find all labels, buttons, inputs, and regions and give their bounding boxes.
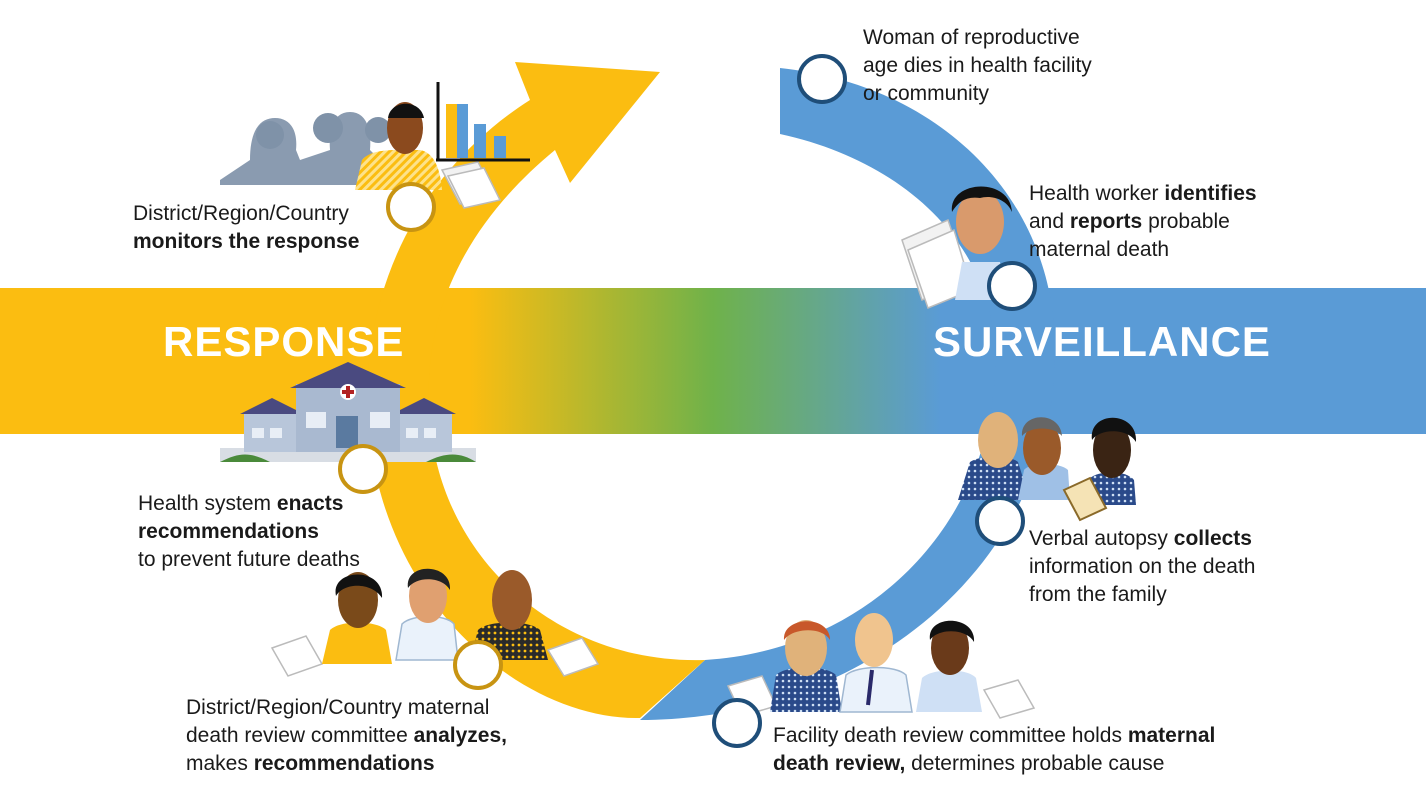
step-circle-identify <box>987 261 1037 311</box>
family-icon <box>958 412 1137 522</box>
step-circle-analyze <box>453 640 503 690</box>
committee-icon <box>726 613 1036 719</box>
step-circle-death <box>797 54 847 104</box>
step-label-analyze: District/Region/Country maternal death r… <box>186 696 508 775</box>
step-label-verbal-autopsy: Verbal autopsy collects information on t… <box>1029 527 1256 606</box>
step-circle-monitor <box>386 182 436 232</box>
step-label-facility-review: Facility death review committee holds ma… <box>773 724 1216 775</box>
step-label-death: Woman of reproductive age dies in health… <box>863 26 1092 105</box>
response-title: RESPONSE <box>163 318 405 365</box>
health-worker-icon <box>901 186 1012 309</box>
response-arc <box>367 62 705 719</box>
national-committee-icon <box>270 568 600 677</box>
step-label-enact: Health system enacts recommendations to … <box>138 492 360 571</box>
step-circle-facility-review <box>712 698 762 748</box>
center-band <box>0 288 1426 434</box>
surveillance-title: SURVEILLANCE <box>933 318 1271 365</box>
bar-chart-icon <box>436 82 530 162</box>
step-label-monitor: District/Region/Country monitors the res… <box>133 202 360 253</box>
monitor-group-icon <box>220 102 502 209</box>
step-circle-enact <box>338 444 388 494</box>
step-label-identify: Health worker identifies and reports pro… <box>1029 182 1257 261</box>
step-circle-verbal-autopsy <box>975 496 1025 546</box>
